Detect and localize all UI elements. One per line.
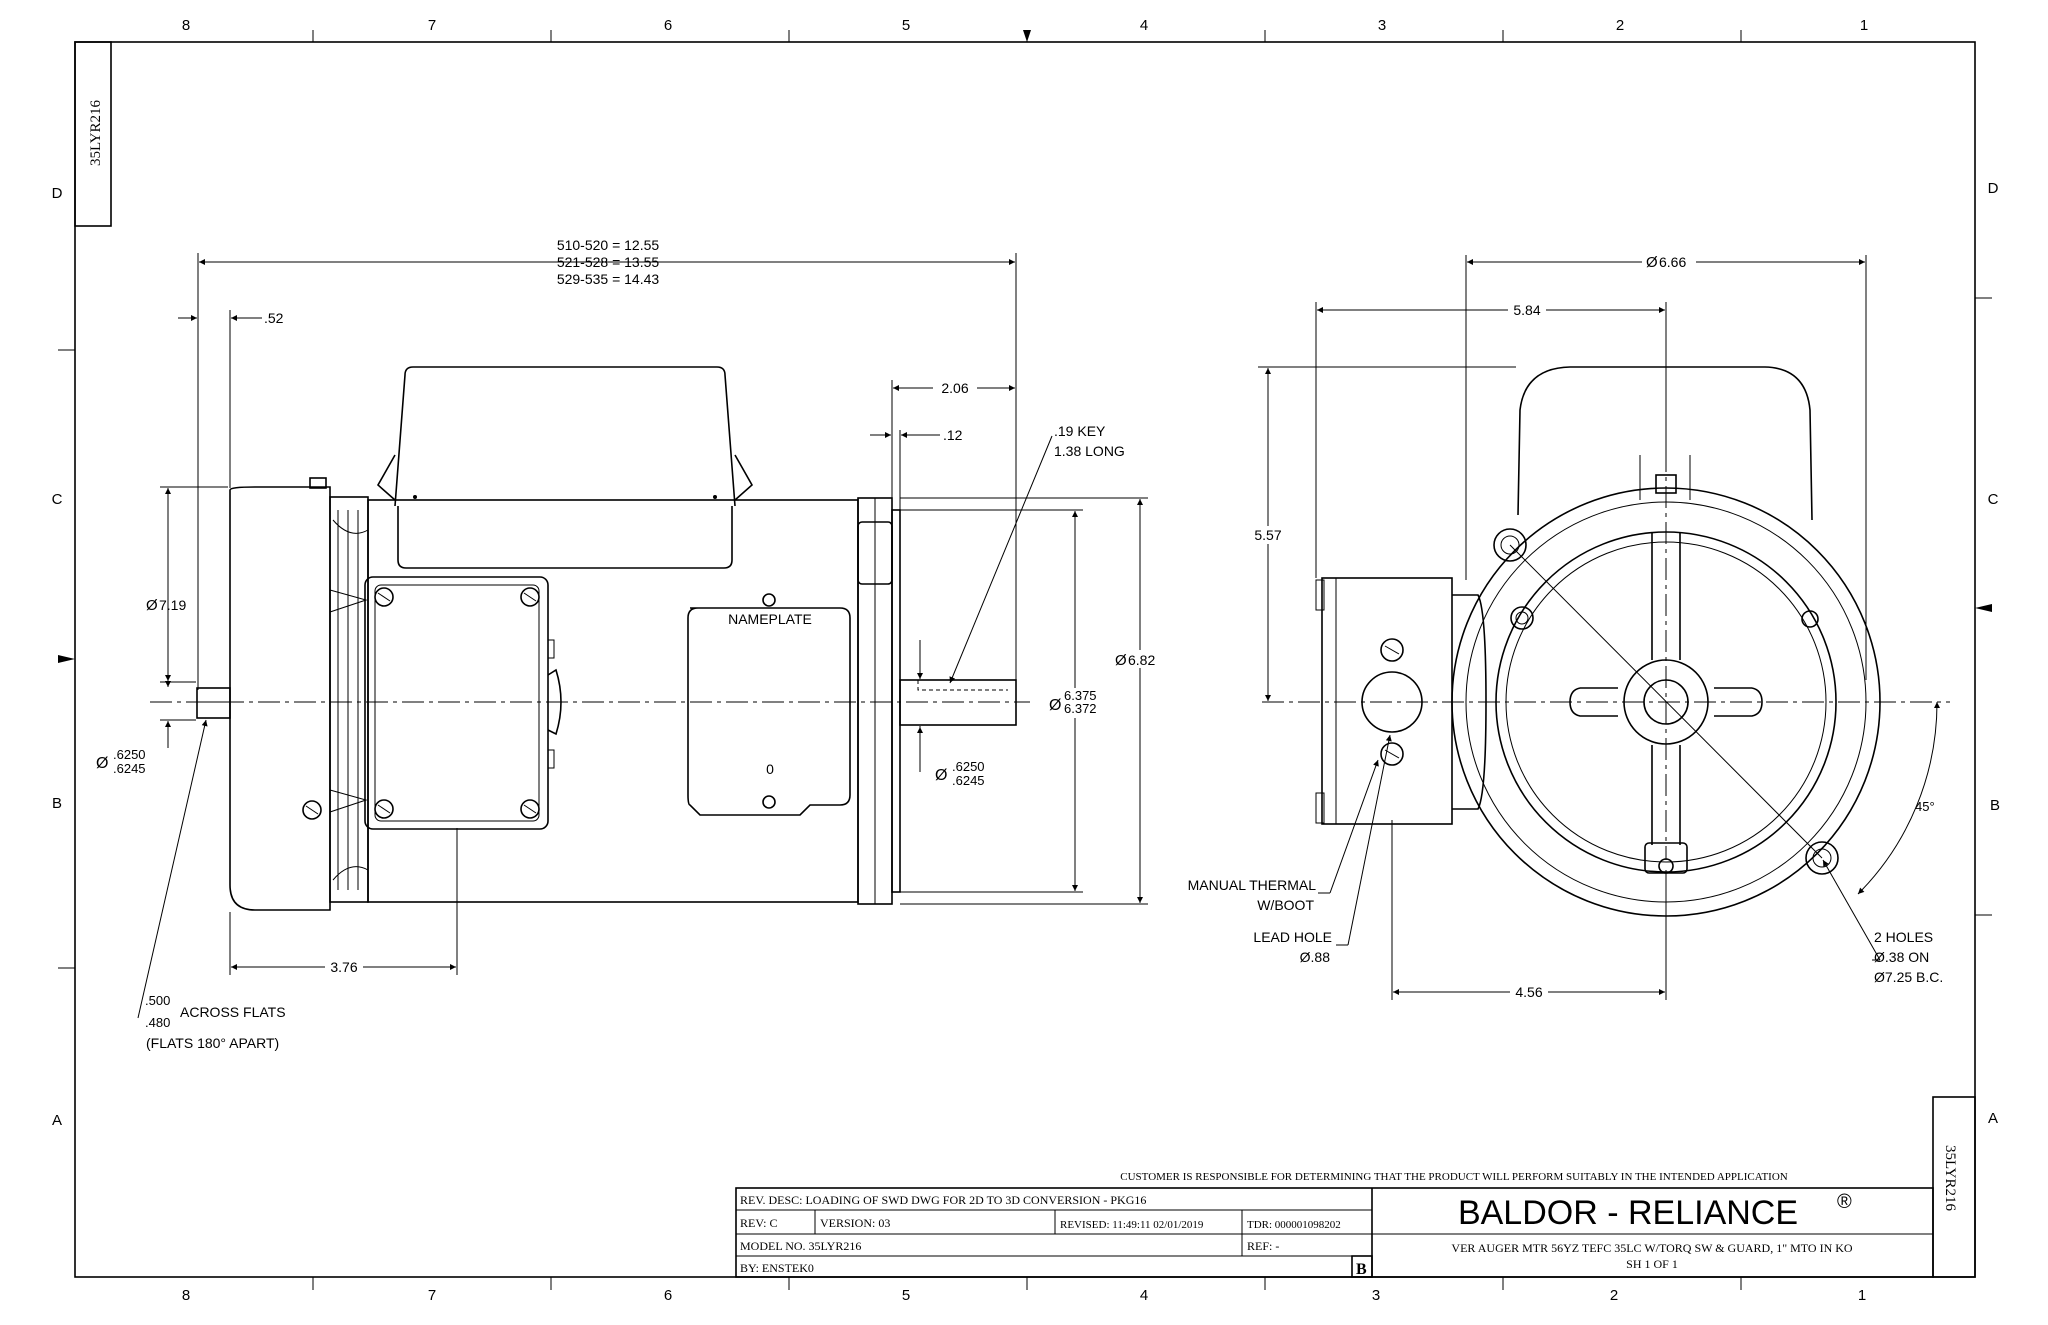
- registered-mark: ®: [1837, 1191, 1852, 1213]
- conduit-box-screws: [302, 587, 540, 820]
- dia-shaft-rear-1: .6250: [113, 747, 146, 762]
- dim-206: 2.06: [941, 380, 968, 396]
- zone-right-B: B: [1990, 797, 2000, 814]
- angle-45: 45°: [1915, 799, 1935, 814]
- svg-text:0: 0: [766, 761, 774, 777]
- dia-shaft-front-2: .6245: [952, 773, 985, 788]
- side-view-dimensions: [137, 253, 1148, 1019]
- lead-hole-2: Ø.88: [1300, 949, 1331, 965]
- dim-012: .12: [943, 427, 963, 443]
- tdr: TDR: 000001098202: [1247, 1219, 1341, 1231]
- zone-bottom-1: 1: [1858, 1287, 1866, 1304]
- dia-719: 7.19: [159, 597, 186, 613]
- end-view-motor: [1262, 366, 1950, 917]
- zone-left-D: D: [52, 185, 63, 202]
- description: VER AUGER MTR 56YZ TEFC 35LC W/TORQ SW &…: [1451, 1241, 1852, 1255]
- zone-right-A: A: [1988, 1110, 1998, 1127]
- size: B: [1356, 1261, 1367, 1278]
- ref: REF: -: [1247, 1239, 1279, 1253]
- svg-text:Ø: Ø: [935, 767, 947, 784]
- lead-hole-1: LEAD HOLE: [1253, 929, 1332, 945]
- zone-bottom-2: 2: [1610, 1287, 1618, 1304]
- sheet: SH 1 OF 1: [1626, 1257, 1678, 1271]
- flats-apart: (FLATS 180° APART): [146, 1035, 279, 1051]
- zone-top-6: 6: [664, 17, 672, 34]
- key-label-2: 1.38 LONG: [1054, 443, 1125, 459]
- zone-left-C: C: [52, 491, 63, 508]
- zone-top-5: 5: [902, 17, 910, 34]
- title-block: CUSTOMER IS RESPONSIBLE FOR DETERMINING …: [735, 1171, 1934, 1278]
- svg-text:Ø: Ø: [1115, 652, 1127, 669]
- dim-456: 4.56: [1515, 984, 1542, 1000]
- dia-pilot-2: 6.372: [1064, 701, 1097, 716]
- revised: REVISED: 11:49:11 02/01/2019: [1060, 1219, 1204, 1231]
- zone-left-A: A: [52, 1112, 62, 1129]
- dia-682: 6.82: [1128, 652, 1155, 668]
- zone-left-B: B: [52, 795, 62, 812]
- side-view-dimension-text: 510-520 = 12.55 521-528 = 13.55 529-535 …: [96, 237, 1158, 1051]
- rev: REV: C: [740, 1216, 777, 1230]
- overall-length-1: 510-520 = 12.55: [557, 237, 660, 253]
- flats-across: ACROSS FLATS: [180, 1004, 286, 1020]
- dia-pilot-1: 6.375: [1064, 688, 1097, 703]
- flats-500: .500: [145, 993, 170, 1008]
- zone-top-7: 7: [428, 17, 436, 34]
- dim-557: 5.57: [1254, 527, 1281, 543]
- svg-text:Ø: Ø: [1049, 697, 1061, 714]
- side-view-motor: NAMEPLATE 0: [150, 366, 1030, 911]
- end-view-dimension-text: Ø 6.66 5.84 5.57 MANUAL THERMAL W/BOOT L…: [1188, 253, 1943, 1000]
- overall-length-2: 521-528 = 13.55: [557, 254, 660, 270]
- drawing-id-box-top: 35LYR216: [74, 41, 112, 227]
- dim-376: 3.76: [330, 959, 357, 975]
- disclaimer: CUSTOMER IS RESPONSIBLE FOR DETERMINING …: [1120, 1171, 1787, 1183]
- key-label-1: .19 KEY: [1054, 423, 1106, 439]
- zone-right-C: C: [1988, 491, 1999, 508]
- zone-top-2: 2: [1616, 17, 1624, 34]
- overall-length-3: 529-535 = 14.43: [557, 271, 660, 287]
- manual-thermal-2: W/BOOT: [1257, 897, 1314, 913]
- zone-labels: 8 7 6 5 4 3 2 1 8 7 6 5 4 3 2 1 D C B A …: [52, 17, 2000, 1304]
- flats-480: .480: [145, 1015, 170, 1030]
- dia-shaft-rear-2: .6245: [113, 761, 146, 776]
- svg-text:Ø: Ø: [146, 597, 158, 614]
- holes-3: Ø7.25 B.C.: [1874, 969, 1943, 985]
- zone-bottom-4: 4: [1140, 1287, 1148, 1304]
- zone-top-4: 4: [1140, 17, 1148, 34]
- version: VERSION: 03: [820, 1216, 890, 1230]
- by: BY: ENSTEK0: [740, 1261, 814, 1275]
- zone-bottom-3: 3: [1372, 1287, 1380, 1304]
- rev-desc: REV. DESC: LOADING OF SWD DWG FOR 2D TO …: [740, 1193, 1146, 1207]
- company-name: BALDOR - RELIANCE: [1458, 1194, 1798, 1232]
- svg-text:Ø: Ø: [96, 755, 108, 772]
- drawing-id-box-bottom: 35LYR216: [1932, 1096, 1976, 1278]
- svg-text:35LYR216: 35LYR216: [1942, 1145, 1958, 1211]
- zone-top-3: 3: [1378, 17, 1386, 34]
- svg-text:35LYR216: 35LYR216: [88, 100, 104, 166]
- zone-top-8: 8: [182, 17, 190, 34]
- zone-top-1: 1: [1860, 17, 1868, 34]
- zone-bottom-7: 7: [428, 1287, 436, 1304]
- manual-thermal-1: MANUAL THERMAL: [1188, 877, 1317, 893]
- nameplate-label: NAMEPLATE: [728, 611, 812, 627]
- zone-bottom-8: 8: [182, 1287, 190, 1304]
- zone-right-D: D: [1988, 180, 1999, 197]
- holes-1: 2 HOLES: [1874, 929, 1933, 945]
- zone-bottom-6: 6: [664, 1287, 672, 1304]
- dia-shaft-front-1: .6250: [952, 759, 985, 774]
- holes-2: Ø.38 ON: [1874, 949, 1929, 965]
- dia-666: 6.66: [1659, 254, 1686, 270]
- dim-584: 5.84: [1513, 302, 1540, 318]
- dim-052: .52: [264, 310, 284, 326]
- svg-text:Ø: Ø: [1646, 254, 1658, 271]
- zone-bottom-5: 5: [902, 1287, 910, 1304]
- model-no: MODEL NO. 35LYR216: [740, 1239, 861, 1253]
